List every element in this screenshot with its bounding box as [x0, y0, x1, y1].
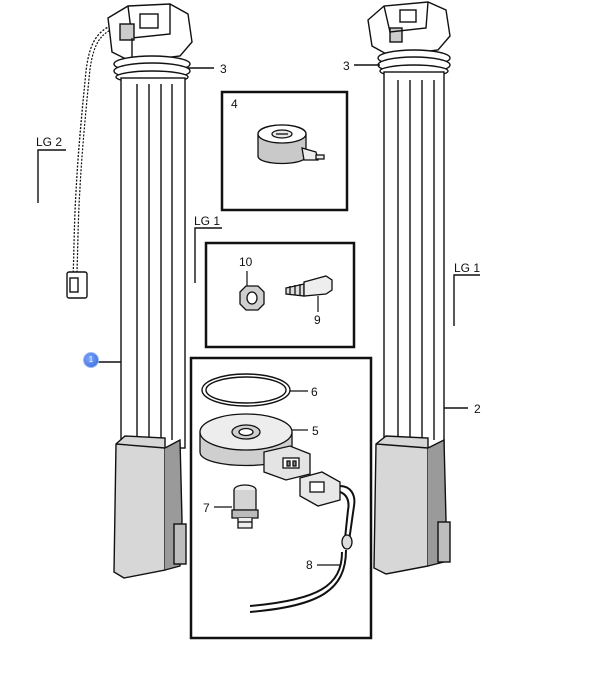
right-level-sensor — [367, 1, 468, 575]
label-lg1-center: LG 1 — [194, 214, 220, 228]
callout-part-1-label: 1 — [88, 355, 94, 364]
detail-box-5-8 — [189, 356, 373, 640]
lg2-bracket — [37, 149, 66, 203]
cap-part-4 — [257, 124, 325, 165]
valve-part-7 — [231, 484, 259, 529]
label-part-6: 6 — [311, 385, 318, 399]
lg1-center-bracket — [194, 227, 222, 283]
left-sensor-float — [113, 435, 166, 579]
label-lg1-right: LG 1 — [454, 261, 480, 275]
lg1-right-bracket — [453, 274, 480, 326]
callout-part-1[interactable]: 1 — [84, 353, 98, 367]
label-part-9: 9 — [314, 313, 321, 327]
label-lg2: LG 2 — [36, 135, 62, 149]
right-sensor-float — [373, 435, 429, 575]
right-sensor-tube — [383, 71, 445, 449]
connector-part-8 — [249, 471, 356, 613]
label-part-7: 7 — [203, 501, 210, 515]
flange-part-5 — [199, 413, 311, 481]
label-part-3-right: 3 — [343, 59, 350, 73]
left-level-sensor — [66, 3, 193, 579]
right-sensor-head — [367, 1, 451, 57]
nipple-part-9 — [285, 275, 333, 297]
nut-part-10 — [239, 285, 265, 311]
left-sensor-tube — [120, 77, 186, 449]
label-part-2: 2 — [474, 402, 481, 416]
label-part-8: 8 — [306, 558, 313, 572]
detail-box-4 — [220, 90, 349, 212]
detail-box-9-10 — [204, 241, 356, 349]
label-part-5: 5 — [312, 424, 319, 438]
label-part-10: 10 — [239, 255, 253, 269]
label-part-4: 4 — [231, 97, 238, 111]
seal-ring-part-6 — [201, 373, 291, 407]
label-part-3-left: 3 — [220, 62, 227, 76]
